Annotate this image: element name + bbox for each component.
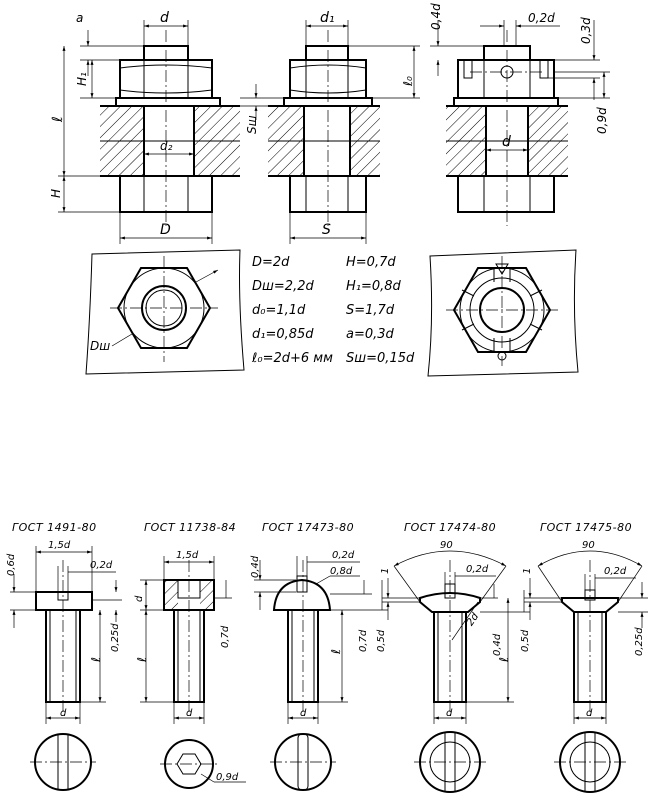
formula-right-4: a=0,3d bbox=[346, 327, 395, 342]
formula-right-5: Sш=0,15d bbox=[346, 351, 415, 366]
screw-17474-view: 90 1 0,2d 2d 0,4d ℓ 0,5d d bbox=[380, 540, 531, 793]
screw3-d: d bbox=[300, 708, 307, 719]
screw2-09d: 0,9d bbox=[216, 772, 239, 783]
screw4-1: 1 bbox=[380, 568, 391, 574]
screw5-1: 1 bbox=[522, 568, 533, 574]
screw3-l: ℓ bbox=[329, 649, 343, 655]
bolt-connection-view: d a H₁ ℓ H d₂ D bbox=[49, 10, 240, 244]
screw4-90: 90 bbox=[440, 540, 453, 551]
gost-11738-title: ГОСТ 11738-84 bbox=[144, 521, 236, 534]
bolt-h-label: H bbox=[49, 189, 63, 198]
gost-17475-title: ГОСТ 17475-80 bbox=[540, 521, 632, 534]
screw1-d: d bbox=[60, 708, 67, 719]
screw-17475-view: 90 1 0,2d 0,25d d bbox=[522, 540, 648, 793]
nut-d-label: d bbox=[502, 134, 511, 150]
formula-left-4: d₁=0,85d bbox=[252, 327, 314, 342]
screw3-05d: 0,5d bbox=[376, 629, 387, 652]
gost-17473-title: ГОСТ 17473-80 bbox=[262, 521, 354, 534]
screw1-06d: 0,6d bbox=[6, 553, 17, 576]
screw-11738-view: 1,5d d ℓ 0,7d d 0,9d bbox=[134, 550, 246, 789]
stud-connection-view: d₁ ℓ₀ Sш S bbox=[240, 10, 420, 244]
screw1-025d: 0,25d bbox=[110, 623, 121, 652]
nut-03d-label: 0,3d bbox=[579, 17, 593, 44]
screw1-15d: 1,5d bbox=[48, 540, 71, 551]
screw-17473-view: 0,2d 0,8d 0,4d ℓ 0,7d 0,5d d bbox=[250, 550, 388, 791]
formula-right-2: H₁=0,8d bbox=[346, 279, 402, 294]
formula-left-3: d₀=1,1d bbox=[252, 303, 306, 318]
stud-d1-label: d₁ bbox=[320, 10, 335, 26]
formula-left-1: D=2d bbox=[252, 255, 290, 270]
screw2-15d: 1,5d bbox=[176, 550, 199, 561]
castle-nut-plan-view bbox=[427, 249, 579, 377]
formula-right-1: H=0,7d bbox=[346, 255, 396, 270]
stud-S-label: S bbox=[322, 222, 331, 238]
screw3-02d: 0,2d bbox=[332, 550, 355, 561]
nut-09d-label: 0,9d bbox=[595, 107, 609, 134]
bolt-h1-label: H₁ bbox=[75, 72, 89, 86]
screw4-04d: 0,4d bbox=[492, 633, 503, 656]
screw3-08d: 0,8d bbox=[330, 566, 353, 577]
screw2-d: d bbox=[186, 708, 193, 719]
screw4-l: ℓ bbox=[497, 657, 511, 663]
screw-1491-view: 1,5d 0,2d 0,6d 0,25d ℓ d bbox=[6, 540, 122, 791]
screw5-90: 90 bbox=[582, 540, 595, 551]
screw5-02d: 0,2d bbox=[604, 566, 627, 577]
formula-left-2: Dш=2,2d bbox=[252, 279, 314, 294]
screw4-02d: 0,2d bbox=[466, 564, 489, 575]
screw1-l: ℓ bbox=[89, 657, 103, 663]
bolt-a-label: a bbox=[76, 11, 83, 25]
screw3-07d: 0,7d bbox=[358, 629, 369, 652]
screw4-05d: 0,5d bbox=[520, 629, 531, 652]
bolt-d-label: d bbox=[160, 10, 169, 26]
screw2-07d: 0,7d bbox=[220, 625, 231, 648]
gost-17474-title: ГОСТ 17474-80 bbox=[404, 521, 496, 534]
formula-left-5: ℓ₀=2d+6 мм bbox=[251, 351, 333, 366]
screw2-l: ℓ bbox=[135, 657, 149, 663]
screw3-04d: 0,4d bbox=[250, 555, 261, 578]
screw4-d: d bbox=[446, 708, 453, 719]
screw4-2d: 2d bbox=[465, 611, 482, 628]
castle-nut-connection-view: 0,4d 0,2d 0,3d 0,9d d bbox=[429, 3, 610, 226]
bolt-D-label: D bbox=[160, 222, 171, 238]
washer-dw-label: Dш bbox=[90, 339, 110, 353]
gost-1491-title: ГОСТ 1491-80 bbox=[12, 521, 97, 534]
stud-l0-label: ℓ₀ bbox=[401, 76, 415, 87]
hex-nut-plan-view: Dш bbox=[85, 249, 245, 375]
screw1-02d: 0,2d bbox=[90, 560, 113, 571]
bolt-d2-label: d₂ bbox=[160, 139, 173, 153]
bolt-l-label: ℓ bbox=[50, 116, 66, 123]
screw5-025d: 0,25d bbox=[634, 627, 645, 656]
nut-02d-label: 0,2d bbox=[528, 11, 555, 25]
stud-sw-label: Sш bbox=[245, 115, 259, 134]
nut-04d-label: 0,4d bbox=[429, 3, 443, 30]
screw5-d: d bbox=[586, 708, 593, 719]
formula-right-3: S=1,7d bbox=[346, 303, 395, 318]
screw2-d-head: d bbox=[134, 595, 145, 602]
formulas-block: D=2d Dш=2,2d d₀=1,1d d₁=0,85d ℓ₀=2d+6 мм… bbox=[251, 255, 415, 366]
